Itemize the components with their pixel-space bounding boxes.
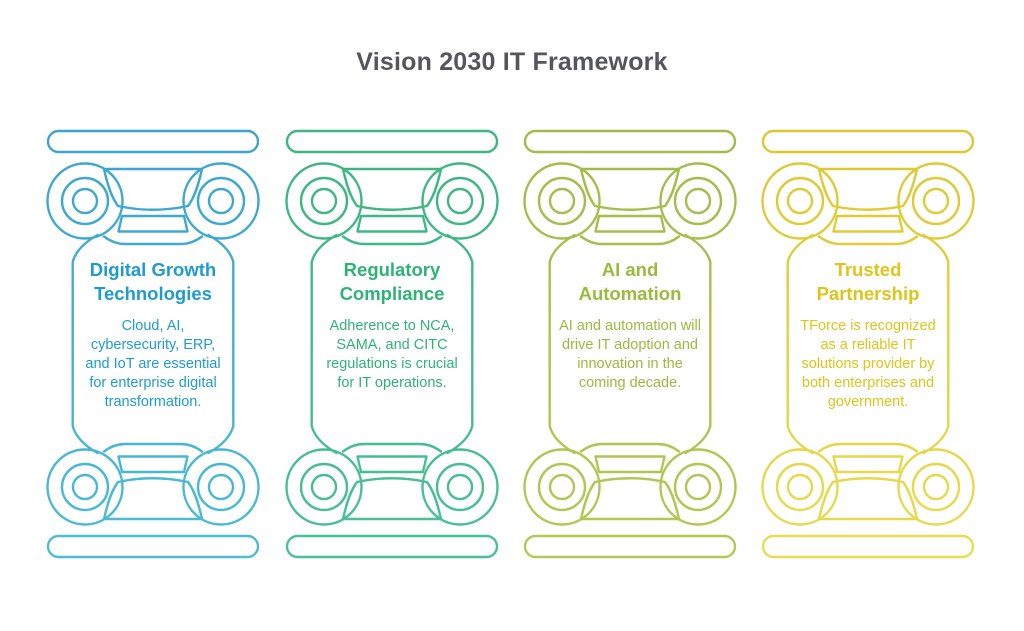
pillar-digital-growth-technologies: Digital Growth Technologies Cloud, AI, c…: [45, 128, 261, 560]
pillar-description: Cloud, AI, cybersecurity, ERP, and IoT a…: [85, 318, 221, 410]
pillar-text-block: AI and Automation AI and automation will…: [522, 258, 738, 393]
pillar-text-block: Regulatory Compliance Adherence to NCA, …: [284, 258, 500, 393]
pillar-text-block: Trusted Partnership TForce is recognized…: [760, 258, 976, 412]
pillar-ai-and-automation: AI and Automation AI and automation will…: [522, 128, 738, 560]
pillar-trusted-partnership: Trusted Partnership TForce is recognized…: [760, 128, 976, 560]
pillar-regulatory-compliance: Regulatory Compliance Adherence to NCA, …: [284, 128, 500, 560]
pillar-description: Adherence to NCA, SAMA, and CITC regulat…: [326, 318, 458, 391]
pillar-title: Digital Growth Technologies: [89, 259, 217, 304]
pillar-description: AI and automation will drive IT adoption…: [559, 318, 701, 391]
pillar-title: Trusted Partnership: [816, 259, 920, 304]
pillar-title: AI and Automation: [578, 259, 682, 304]
pillar-title: Regulatory Compliance: [339, 259, 445, 304]
pillar-description: TForce is recognized as a reliable IT so…: [800, 318, 936, 410]
page-title: Vision 2030 IT Framework: [356, 48, 668, 76]
pillar-text-block: Digital Growth Technologies Cloud, AI, c…: [45, 258, 261, 412]
